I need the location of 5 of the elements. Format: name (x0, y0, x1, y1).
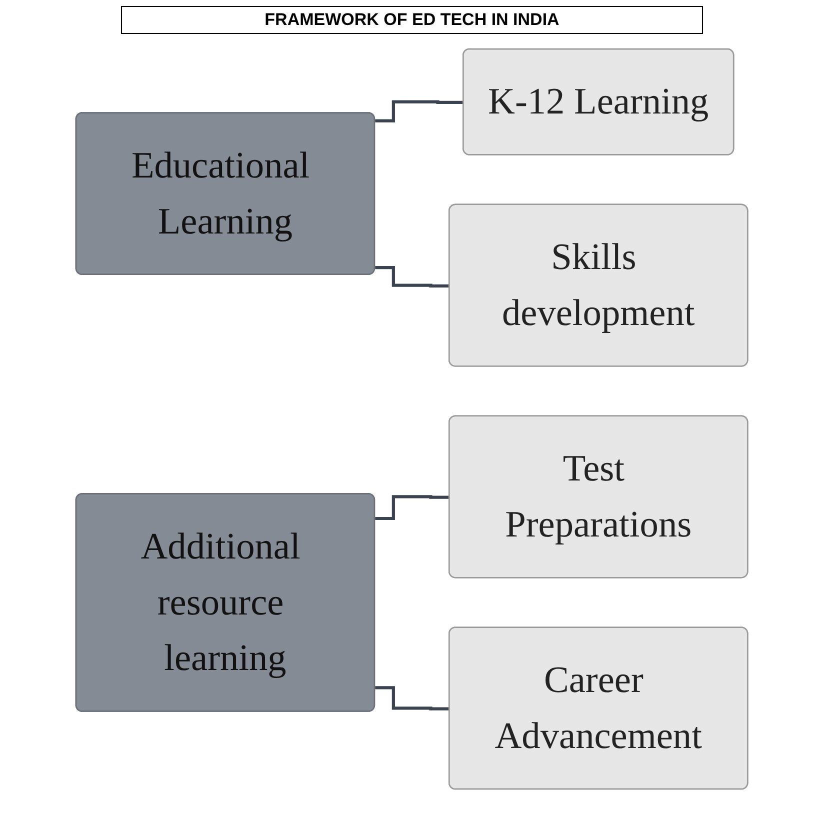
diagram-title: FRAMEWORK OF ED TECH IN INDIA (121, 6, 703, 34)
connector (375, 495, 450, 520)
connector (375, 266, 450, 288)
connector (375, 686, 450, 710)
connector (375, 100, 464, 122)
